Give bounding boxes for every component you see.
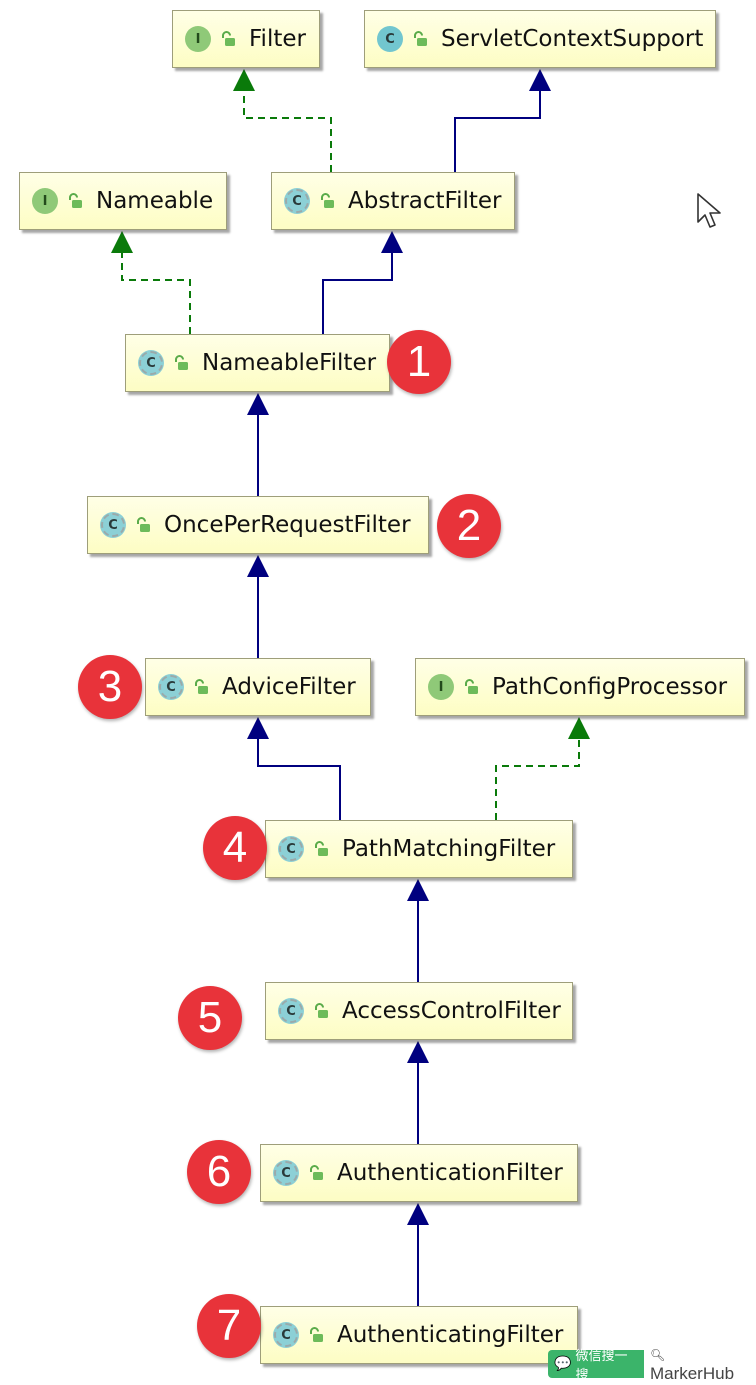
node-nameable: I Nameable [19,172,227,230]
edge-implements-abstractfilter-to-filter [243,88,332,172]
abstract-kind-icon: C [100,512,126,538]
unlocked-lock-icon [312,840,330,858]
step-badge-5: 5 [178,986,242,1050]
unlocked-lock-icon [307,1164,325,1182]
search-icon: 🔍︎ [649,1348,666,1362]
arrowhead-onceperrequestfilter-to-nameablefilter [247,393,269,415]
node-label: NameableFilter [202,350,377,376]
step-badge-2: 2 [437,494,501,558]
wechat-icon: 💬 [554,1356,572,1372]
node-label: Filter [249,26,306,52]
node-onceperrequestfilter: C OncePerRequestFilter [87,496,429,554]
unlocked-lock-icon [462,678,480,696]
arrowhead-nameablefilter-to-nameable [111,231,133,253]
node-pathconfigprocessor: I PathConfigProcessor [415,658,745,716]
edge-layer [111,69,590,1306]
abstract-kind-icon: C [278,998,304,1024]
unlocked-lock-icon [134,516,152,534]
unlocked-lock-icon [192,678,210,696]
abstract-kind-icon: C [273,1160,299,1186]
watermark-name: MarkerHub [649,1364,735,1383]
step-badge-1: 1 [387,330,451,394]
abstract-kind-icon: C [284,188,310,214]
abstract-kind-icon: C [138,350,164,376]
node-label: AbstractFilter [348,188,502,214]
node-accesscontrolfilter: C AccessControlFilter [265,982,573,1040]
unlocked-lock-icon [312,1002,330,1020]
step-badge-4: 4 [203,816,267,880]
node-authenticatingfilter: C AuthenticatingFilter [260,1306,578,1364]
unlocked-lock-icon [307,1326,325,1344]
arrowhead-abstractfilter-to-servletcontextsupport [529,69,551,91]
arrowhead-abstractfilter-to-filter [233,69,255,91]
step-badge-7: 7 [197,1294,261,1358]
arrowhead-pathmatchingfilter-to-advicefilter [247,717,269,739]
node-pathmatchingfilter: C PathMatchingFilter [265,820,573,878]
unlocked-lock-icon [318,192,336,210]
interface-kind-icon: I [185,26,211,52]
edge-implements-pathmatchingfilter-to-pathconfigprocessor [495,736,580,820]
mouse-cursor-icon [697,193,721,228]
arrowhead-authenticatingfilter-to-authenticationfilter [407,1203,429,1225]
edge-extends-abstractfilter-to-servletcontextsupport [454,88,541,172]
watermark-prefix: 微信搜一搜 [575,1349,628,1383]
node-filter: I Filter [172,10,320,68]
arrowhead-advicefilter-to-onceperrequestfilter [247,555,269,577]
class-kind-icon: C [377,26,403,52]
node-label: AuthenticatingFilter [337,1322,564,1348]
abstract-kind-icon: C [278,836,304,862]
unlocked-lock-icon [411,30,429,48]
step-badge-6: 6 [187,1140,251,1204]
node-advicefilter: C AdviceFilter [145,658,371,716]
node-label: ServletContextSupport [441,26,704,52]
abstract-kind-icon: C [273,1322,299,1348]
arrowhead-pathmatchingfilter-to-pathconfigprocessor [568,717,590,739]
node-label: OncePerRequestFilter [164,512,411,538]
interface-kind-icon: I [428,674,454,700]
unlocked-lock-icon [172,354,190,372]
abstract-kind-icon: C [158,674,184,700]
node-label: AccessControlFilter [342,998,561,1024]
node-servletcontextsupport: C ServletContextSupport [364,10,716,68]
node-authenticationfilter: C AuthenticationFilter [260,1144,578,1202]
node-abstractfilter: C AbstractFilter [271,172,515,230]
arrowhead-accesscontrolfilter-to-pathmatchingfilter [407,879,429,901]
node-label: PathMatchingFilter [342,836,556,862]
node-label: AuthenticationFilter [337,1160,563,1186]
interface-kind-icon: I [32,188,58,214]
node-nameablefilter: C NameableFilter [125,334,390,392]
arrowhead-authenticationfilter-to-accesscontrolfilter [407,1041,429,1063]
watermark-search-box: 🔍︎ MarkerHub [643,1343,756,1385]
unlocked-lock-icon [66,192,84,210]
unlocked-lock-icon [219,30,237,48]
edge-extends-nameablefilter-to-abstractfilter [322,250,393,334]
step-badge-3: 3 [78,655,142,719]
arrowhead-nameablefilter-to-abstractfilter [381,231,403,253]
node-label: PathConfigProcessor [492,674,728,700]
edge-implements-nameablefilter-to-nameable [121,250,191,334]
node-label: AdviceFilter [222,674,356,700]
watermark: 💬 微信搜一搜 🔍︎ MarkerHub [548,1343,756,1385]
node-label: Nameable [96,188,214,214]
edge-extends-pathmatchingfilter-to-advicefilter [257,736,341,820]
